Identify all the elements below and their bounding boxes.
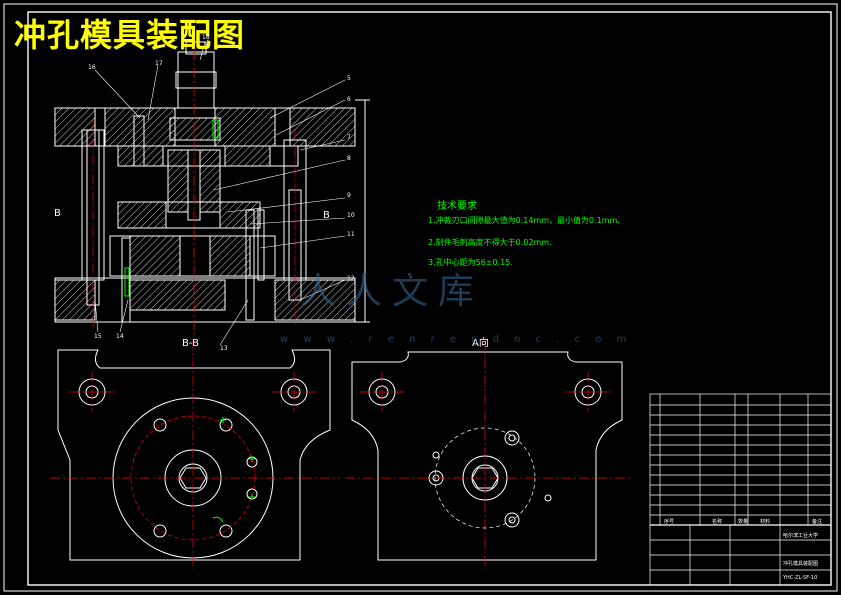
tb-header-qty: 数量: [738, 519, 749, 525]
section-mark-b-right: B: [323, 210, 330, 221]
bb-green-marks: [212, 417, 255, 523]
watermark-url: w w w . r e n r e n d o c . c o m: [280, 334, 633, 345]
view-bb: [57, 349, 331, 561]
die-plate-hatch-left: [129, 235, 181, 277]
a-pin-2: [544, 494, 552, 502]
main-section-view: [54, 41, 370, 323]
screw-right: [257, 209, 265, 281]
part-number-10: 10: [347, 212, 355, 219]
tb-header-seq: 序号: [664, 519, 675, 525]
a-bolt-2-inner: [508, 516, 516, 524]
view-label-bb: B-B: [182, 338, 199, 349]
bb-outline: [57, 349, 331, 561]
die-plate-hatch-right: [209, 235, 251, 277]
tb-drawing-no: YHC-ZL-SF-10: [783, 575, 818, 581]
drawing-title: 冲孔模具装配图: [14, 16, 246, 54]
green-pin-lower: [124, 267, 130, 297]
a-bolt-1-inner: [508, 434, 516, 442]
stripper-hatch-left: [117, 201, 167, 229]
part-number-16: 16: [88, 64, 96, 71]
a-outline: [351, 351, 623, 561]
shank-hatch: [169, 117, 221, 141]
tb-header-remark: 备注: [812, 519, 823, 525]
upper-plate-hatch-left: [54, 107, 96, 147]
tech-req-item-1: 1.冲裁刃口间隙最大值为0.14mm，最小值为0.1mm.: [428, 216, 620, 225]
bb-bolt-3: [153, 524, 167, 538]
bb-center-lines: [50, 340, 340, 570]
pin-left: [121, 237, 131, 323]
title-block: [649, 393, 832, 586]
tb-header-name: 名称: [712, 519, 723, 525]
leader-lines: [94, 41, 346, 346]
upper-plate-hatch-mid2: [214, 107, 276, 147]
part-number-7: 7: [347, 134, 351, 141]
tech-req-heading: 技术要求: [437, 201, 477, 212]
view-a: [351, 351, 623, 561]
part-number-17: 17: [155, 60, 163, 67]
part-number-9: 9: [347, 192, 351, 199]
a-bolt-2: [504, 512, 520, 528]
lower-plate-hatch-left: [54, 279, 96, 321]
punch-holder-hatch-left: [117, 145, 164, 167]
shank-top: [185, 41, 207, 55]
a-center-lines: [345, 340, 630, 570]
view-label-a: A向: [472, 338, 489, 349]
bb-bolt-1: [153, 418, 167, 432]
tb-drawing-name: 冲孔模具装配图: [783, 561, 819, 567]
die-shank: [177, 51, 215, 109]
lower-plate-hatch-right: [274, 279, 356, 321]
a-pin-1: [432, 451, 440, 459]
watermark-text: 人人文库: [300, 271, 485, 312]
title-block-frame: [649, 393, 832, 586]
part-number-8: 8: [347, 155, 351, 162]
lower-plate-hatch-mid: [129, 279, 226, 311]
shank-collar: [175, 71, 217, 89]
die-plate: [109, 235, 276, 277]
tb-header-material: 材料: [760, 519, 771, 525]
tech-req-item-3: 3.孔中心距为56±0.15.: [428, 258, 513, 267]
upper-plate-hatch-mid: [104, 107, 176, 147]
part-number-14: 14: [116, 333, 124, 340]
inner-border: [27, 11, 832, 586]
green-screw-top: [212, 119, 219, 139]
part-number-5: 5: [347, 75, 351, 82]
tb-school: 哈尔滨工业大学: [783, 533, 819, 539]
outer-border: [3, 3, 838, 592]
part-number-15: 15: [94, 333, 102, 340]
part-number-11: 11: [347, 231, 355, 238]
punch-holder-hatch-right: [224, 145, 271, 167]
part-number-13: 13: [220, 345, 228, 352]
punch-left: [167, 149, 189, 213]
a-bolt-1: [504, 430, 520, 446]
part-number-12: 12: [347, 275, 355, 282]
bb-bolt-4: [219, 524, 233, 538]
screw-left: [133, 115, 145, 167]
bb-bolt-2: [219, 418, 233, 432]
section-mark-b-left: B: [54, 208, 61, 219]
part-number-6: 6: [347, 96, 351, 103]
punch-right: [199, 149, 221, 213]
pin-right: [245, 209, 255, 321]
tech-req-item-2: 2.制件毛刺高度不得大于0.02mm.: [428, 238, 552, 247]
part-number-18: 18: [202, 34, 210, 41]
